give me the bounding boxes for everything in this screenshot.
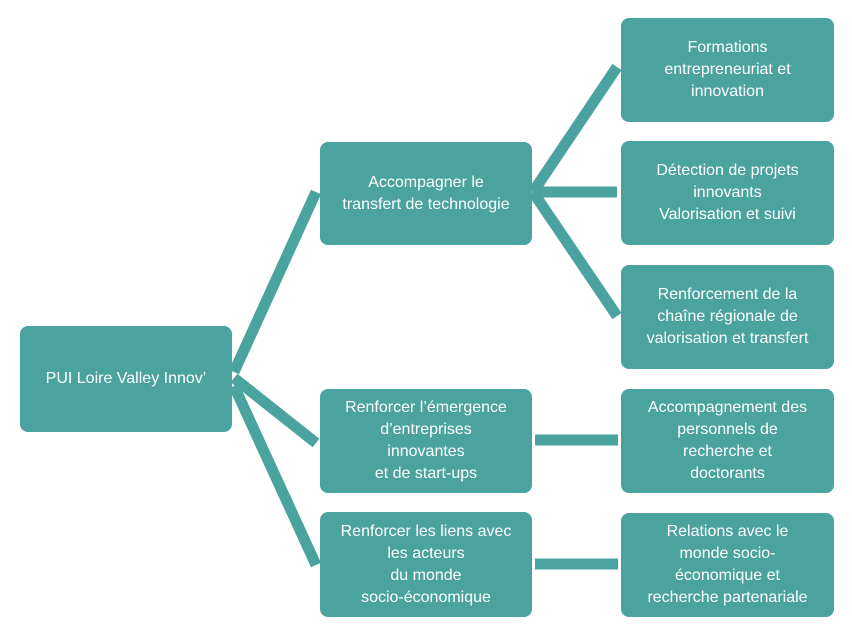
leaf-node-label: économique et	[675, 567, 780, 584]
leaf-node-researcher-support: Accompagnement des personnels de recherc…	[621, 389, 834, 493]
connector-root-to-branch-3	[228, 383, 322, 568]
branch-node-label: Renforcer les liens avec	[340, 522, 512, 540]
branch-node-label: et de start-ups	[374, 465, 478, 482]
branch-node-label: transfert de technologie	[342, 195, 510, 213]
leaf-node-partnership-research: Relations avec le monde socio- économiqu…	[621, 513, 834, 617]
leaf-node-label: Valorisation et suivi	[659, 206, 796, 223]
leaf-node-label: monde socio-	[679, 545, 776, 562]
branch-node-technology-transfer: Accompagner le transfert de technologie	[320, 142, 532, 245]
connector-root-to-branch-2	[230, 373, 320, 448]
leaf-node-label: Accompagnement des	[647, 399, 808, 416]
leaf-node-regional-chain: Renforcement de la chaîne régionale de v…	[621, 265, 834, 369]
leaf-node-label: recherche partenariale	[647, 589, 808, 606]
root-node: PUI Loire Valley Innov’	[20, 326, 232, 432]
leaf-node-label: Relations avec le	[666, 523, 789, 540]
connector-branch-1-to-leaf-1	[528, 63, 622, 196]
branch-node-label: les acteurs	[387, 544, 465, 562]
connector-root-to-branch-1	[228, 189, 322, 375]
branch-node-label: d’entreprises	[380, 421, 472, 438]
leaf-node-label: innovation	[691, 83, 764, 100]
leaf-node-project-detection: Détection de projets innovants Valorisat…	[621, 141, 834, 245]
branch-node-label: Renforcer l’émergence	[345, 399, 507, 416]
branch-node-label: Accompagner le	[368, 173, 484, 191]
branch-node-socio-economic-links: Renforcer les liens avec les acteurs du …	[320, 512, 532, 617]
leaf-node-label: personnels de	[677, 421, 778, 438]
branch-node-label: du monde	[390, 566, 462, 584]
leaf-node-label: Détection de projets	[656, 162, 799, 179]
leaf-node-label: recherche et	[683, 443, 772, 460]
connector-branch-1-to-leaf-3	[528, 188, 622, 320]
branch-node-startup-emergence: Renforcer l’émergence d’entreprises inno…	[320, 389, 532, 493]
leaf-node-label: valorisation et transfert	[646, 330, 809, 347]
leaf-node-label: entrepreneuriat et	[664, 61, 791, 78]
leaf-node-entrepreneurship-training: Formations entrepreneuriat et innovation	[621, 18, 834, 122]
branch-node-label: socio-économique	[361, 588, 491, 606]
leaf-node-label: Renforcement de la	[657, 286, 798, 303]
leaf-node-label: innovants	[693, 184, 762, 201]
leaf-node-label: doctorants	[690, 465, 765, 482]
leaf-node-label: Formations	[687, 39, 768, 56]
root-node-label: PUI Loire Valley Innov’	[45, 370, 207, 387]
branch-node-label: innovantes	[387, 443, 465, 460]
leaf-node-label: chaîne régionale de	[657, 308, 798, 325]
